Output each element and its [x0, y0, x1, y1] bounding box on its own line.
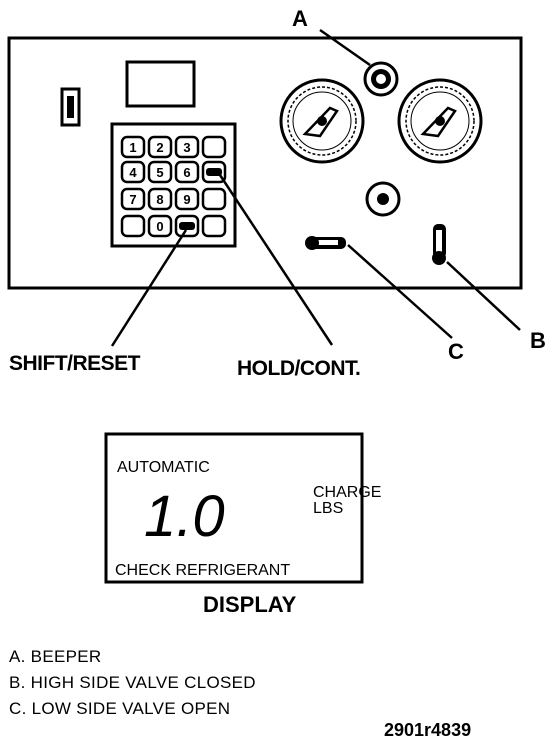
key-7[interactable] — [120, 187, 146, 211]
leader-b — [446, 261, 521, 331]
key-0[interactable] — [147, 214, 173, 238]
keypad-keys: 1 2 3 4 5 6 7 8 9 0 — [120, 135, 227, 238]
key-label: 6 — [183, 165, 190, 180]
function-key[interactable] — [120, 214, 146, 238]
legend-item-c: C. LOW SIDE VALVE OPEN — [9, 699, 231, 718]
power-switch[interactable] — [60, 87, 81, 127]
function-key[interactable] — [201, 135, 227, 159]
leader-shift-reset — [110, 229, 188, 347]
beeper — [363, 61, 399, 97]
low-side-gauge — [279, 78, 365, 164]
function-key[interactable] — [201, 214, 227, 238]
function-key[interactable] — [201, 187, 227, 211]
key-label: 2 — [156, 140, 163, 155]
key-label: 9 — [183, 192, 190, 207]
display-mode-text: AUTOMATIC — [117, 459, 210, 476]
key-label: 7 — [129, 192, 136, 207]
shift-reset-label: SHIFT/RESET — [9, 352, 141, 375]
high-side-valve[interactable] — [432, 224, 446, 265]
key-8[interactable] — [147, 187, 173, 211]
key-3[interactable] — [174, 135, 200, 159]
display-caption: DISPLAY — [203, 592, 297, 617]
key-4[interactable] — [120, 160, 146, 184]
high-side-gauge — [397, 78, 483, 164]
hold-cont-label: HOLD/CONT. — [237, 357, 360, 380]
legend-item-a: A. BEEPER — [9, 647, 102, 666]
key-label: 5 — [156, 165, 163, 180]
low-side-valve[interactable] — [305, 236, 346, 250]
shift-reset-key-marking — [179, 222, 195, 230]
key-label: 1 — [129, 140, 136, 155]
key-9[interactable] — [174, 187, 200, 211]
legend-item-b: B. HIGH SIDE VALVE CLOSED — [9, 673, 256, 692]
display-unit-line1: CHARGE — [313, 484, 381, 501]
key-2[interactable] — [147, 135, 173, 159]
display-reading: 1.0 — [144, 484, 225, 549]
key-5[interactable] — [147, 160, 173, 184]
figure-id: 2901r4839 — [384, 720, 472, 740]
key-label: 8 — [156, 192, 163, 207]
display-unit-line2: LBS — [313, 500, 343, 517]
key-label: 3 — [183, 140, 190, 155]
display-message: CHECK REFRIGERANT — [115, 562, 290, 579]
display-screen — [104, 432, 364, 584]
key-label: 4 — [129, 165, 137, 180]
key-1[interactable] — [120, 135, 146, 159]
center-fitting — [365, 181, 401, 217]
callout-c: C — [448, 339, 464, 364]
callout-b: B — [530, 328, 546, 353]
key-6[interactable] — [174, 160, 200, 184]
leader-hold-cont — [216, 171, 334, 346]
key-label: 0 — [156, 219, 163, 234]
leader-c — [347, 244, 453, 339]
panel-display-window — [125, 60, 196, 108]
callout-a: A — [292, 6, 308, 31]
leader-a — [319, 28, 371, 67]
